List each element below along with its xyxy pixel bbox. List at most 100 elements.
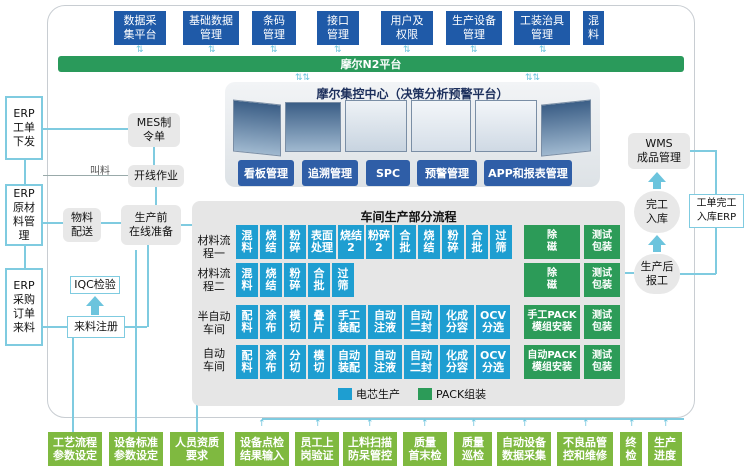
erp-purchase-order[interactable]: ERP 采购 订单 来料 <box>5 268 43 346</box>
connector-line <box>101 222 121 224</box>
flow-step-cell[interactable]: 烧 结 <box>418 225 440 259</box>
flow-step-cell[interactable]: 过 筛 <box>490 225 512 259</box>
erp-work-order[interactable]: ERP 工单 下发 <box>5 96 43 160</box>
connector-line <box>625 272 634 274</box>
erp-raw-material[interactable]: ERP 原材 料管 理 <box>5 184 43 246</box>
bottom-first-last-check[interactable]: 质量 首末检 <box>403 432 447 466</box>
flow-step-cell[interactable]: 过 筛 <box>332 263 354 297</box>
flow-step-cell[interactable]: 合 批 <box>466 225 488 259</box>
flow-step-cell[interactable]: 自动 二封 <box>404 345 438 379</box>
pack-step-cell[interactable]: 测试 包装 <box>584 305 620 339</box>
hub-button-trace[interactable]: 追溯管理 <box>302 160 358 186</box>
pack-step-cell[interactable]: 除 磁 <box>524 263 580 297</box>
flow-step-cell[interactable]: 粉 碎 <box>284 225 306 259</box>
top-module-mixing[interactable]: 混 料 <box>583 11 604 45</box>
arrow-icon: ↑ <box>628 419 636 429</box>
top-module-equipment[interactable]: 生产设备 管理 <box>446 11 502 45</box>
flow-step-cell[interactable]: 混 料 <box>236 263 258 297</box>
flow-step-cell[interactable]: 自动 装配 <box>332 345 366 379</box>
iqc-inspection[interactable]: IQC检验 <box>70 276 120 294</box>
incoming-registration[interactable]: 来料注册 <box>67 316 125 338</box>
workshop-flow-title: 车间生产部分流程 <box>360 210 457 224</box>
flow-step-cell[interactable]: 粉 碎 <box>284 263 306 297</box>
start-line-operation[interactable]: 开线作业 <box>128 165 184 187</box>
arrow-icon: ↑ <box>366 419 374 429</box>
connector-line <box>72 338 74 432</box>
hub-button-app-report[interactable]: APP和报表管理 <box>484 160 572 186</box>
post-production-report[interactable]: 生产后 报工 <box>634 254 680 294</box>
top-module-tooling[interactable]: 工装治具 管理 <box>514 11 570 45</box>
flow-step-cell[interactable]: 配 料 <box>236 345 258 379</box>
bottom-production-progress[interactable]: 生产 进度 <box>648 432 682 466</box>
flow-step-cell[interactable]: 手工 装配 <box>332 305 366 339</box>
bottom-equipment-check[interactable]: 设备点检 结果输入 <box>235 432 289 466</box>
bottom-staff-verification[interactable]: 员工上 岗验证 <box>295 432 339 466</box>
mes-order[interactable]: MES制 令单 <box>128 113 180 147</box>
pack-step-cell[interactable]: 测试 包装 <box>584 345 620 379</box>
flow-step-cell[interactable]: 自动 注液 <box>368 305 402 339</box>
dashboard-screen-image <box>233 99 281 157</box>
top-module-data-collection[interactable]: 数据采 集平台 <box>114 11 166 45</box>
flow-step-cell[interactable]: 自动 注液 <box>368 345 402 379</box>
arrow-icon: ⇅ <box>136 45 144 55</box>
flow-step-cell[interactable]: 烧 结 <box>260 225 282 259</box>
control-center-title: 摩尔集控中心（决策分析预警平台） <box>316 87 509 101</box>
flow-step-cell[interactable]: 粉碎 2 <box>366 225 392 259</box>
arrow-icon: ↑ <box>662 419 670 429</box>
top-module-user-permission[interactable]: 用户及 权限 <box>381 11 433 45</box>
flow-step-cell[interactable]: 配 料 <box>236 305 258 339</box>
flow-step-cell[interactable]: 混 料 <box>236 225 258 259</box>
bottom-final-inspection[interactable]: 终 检 <box>620 432 642 466</box>
bottom-defect-repair[interactable]: 不良品管 控和维修 <box>557 432 613 466</box>
flow-step-cell[interactable]: OCV 分选 <box>476 345 510 379</box>
flow-step-cell[interactable]: 模 切 <box>284 305 306 339</box>
pack-step-cell[interactable]: 除 磁 <box>524 225 580 259</box>
flow-step-cell[interactable]: 合 批 <box>308 263 330 297</box>
top-module-interface[interactable]: 接口 管理 <box>317 11 359 45</box>
bottom-feeding-scan[interactable]: 上料扫描 防呆管控 <box>343 432 397 466</box>
flow-step-cell[interactable]: 烧 结 <box>260 263 282 297</box>
bottom-equipment-params[interactable]: 设备标准 参数设定 <box>109 432 163 466</box>
top-module-barcode[interactable]: 条码 管理 <box>252 11 296 45</box>
connector-line <box>155 187 157 205</box>
flow-step-cell[interactable]: 化成 分容 <box>440 345 474 379</box>
wms-finished-goods[interactable]: WMS 成品管理 <box>628 133 690 169</box>
pre-production-prep[interactable]: 生产前 在线准备 <box>121 205 181 245</box>
arrow-icon: ⇅⇅ <box>525 73 541 83</box>
material-delivery[interactable]: 物料 配送 <box>63 208 101 242</box>
flow-step-cell[interactable]: 涂 布 <box>260 305 282 339</box>
flow-step-cell[interactable]: 叠 片 <box>308 305 330 339</box>
pack-step-cell[interactable]: 测试 包装 <box>584 263 620 297</box>
flow-step-cell[interactable]: 模 切 <box>308 345 330 379</box>
pack-step-cell[interactable]: 测试 包装 <box>584 225 620 259</box>
hub-button-alert[interactable]: 预警管理 <box>417 160 477 186</box>
flow-step-cell[interactable]: 自动 二封 <box>404 305 438 339</box>
top-module-basic-data[interactable]: 基础数据 管理 <box>183 11 239 45</box>
bottom-patrol-inspection[interactable]: 质量 巡检 <box>454 432 492 466</box>
pack-step-cell[interactable]: 自动PACK 模组安装 <box>524 345 580 379</box>
flow-step-cell[interactable]: 涂 布 <box>260 345 282 379</box>
erp-work-order-complete[interactable]: 工单完工 入库ERP <box>689 194 744 228</box>
flow-step-cell[interactable]: 化成 分容 <box>440 305 474 339</box>
arrow-icon: ⇅ <box>208 45 216 55</box>
flow-step-cell[interactable]: OCV 分选 <box>476 305 510 339</box>
hub-button-dashboard[interactable]: 看板管理 <box>238 160 294 186</box>
connector-line <box>147 245 149 327</box>
legend-swatch <box>418 388 432 400</box>
bottom-auto-data-collection[interactable]: 自动设备 数据采集 <box>497 432 551 466</box>
flow-step-cell[interactable]: 分 切 <box>284 345 306 379</box>
connector-line <box>24 246 26 268</box>
finished-storage[interactable]: 完工 入库 <box>634 191 680 233</box>
flow-step-cell[interactable]: 合 批 <box>394 225 416 259</box>
bottom-process-params[interactable]: 工艺流程 参数设定 <box>48 432 102 466</box>
flow-step-cell[interactable]: 表面 处理 <box>308 225 336 259</box>
hub-button-spc[interactable]: SPC <box>366 160 410 186</box>
flow-step-cell[interactable]: 烧结 2 <box>338 225 364 259</box>
dashboard-screen-image <box>475 100 537 152</box>
bottom-personnel-qualification[interactable]: 人员资质 要求 <box>170 432 224 466</box>
up-arrow-icon <box>91 305 99 315</box>
arrow-icon: ↑ <box>258 419 266 429</box>
pack-step-cell[interactable]: 手工PACK 模组安装 <box>524 305 580 339</box>
connector-line <box>181 224 192 226</box>
flow-step-cell[interactable]: 粉 碎 <box>442 225 464 259</box>
